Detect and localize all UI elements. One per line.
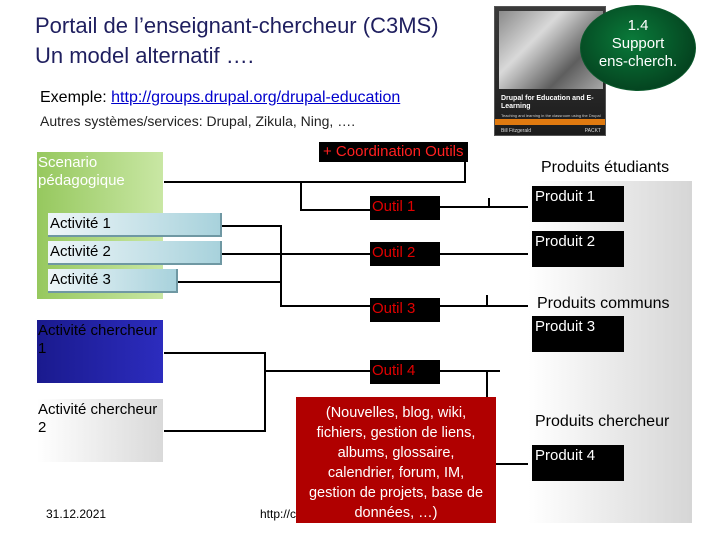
product-label: Produit 4 bbox=[535, 447, 596, 464]
example-line: Exemple: http://groups.drupal.org/drupal… bbox=[40, 89, 400, 107]
researcher-activity-label: Activité chercheur 1 bbox=[38, 322, 158, 357]
connector-line bbox=[264, 370, 370, 372]
product-box: Produit 1 bbox=[532, 186, 624, 222]
product-box: Produit 4 bbox=[532, 445, 624, 481]
student-products-title: Produits étudiants bbox=[541, 159, 670, 176]
tool-box: Outil 1 bbox=[370, 196, 440, 220]
book-publisher: PACKT bbox=[584, 128, 601, 134]
footer-url[interactable]: http://c bbox=[260, 507, 297, 521]
connector-line bbox=[488, 198, 490, 208]
tool-box: Outil 2 bbox=[370, 242, 440, 266]
product-label: Produit 1 bbox=[535, 188, 596, 205]
product-box: Produit 3 bbox=[532, 316, 624, 352]
product-label: Produit 2 bbox=[535, 233, 596, 250]
badge-number: 1.4 bbox=[627, 17, 649, 34]
activity-label: Activité 3 bbox=[50, 271, 111, 288]
researcher-activity-panel: Activité chercheur 2 bbox=[37, 399, 163, 462]
connector-line bbox=[176, 281, 280, 283]
connector-line bbox=[486, 463, 530, 465]
scenario-label: Scenario pédagogique bbox=[38, 154, 125, 189]
connector-line bbox=[164, 352, 264, 354]
connector-line bbox=[300, 209, 370, 211]
connector-line bbox=[440, 206, 530, 208]
connector-line bbox=[440, 305, 530, 307]
connector-line bbox=[440, 370, 500, 372]
researcher-products-title: Produits chercheur bbox=[535, 413, 670, 430]
slide-title-line1: Portail de l’enseignant-chercheur (C3MS) bbox=[35, 13, 439, 38]
example-link[interactable]: http://groups.drupal.org/drupal-educatio… bbox=[111, 89, 401, 106]
activity-bar: Activité 3 bbox=[48, 269, 178, 293]
book-author: Bill Fitzgerald bbox=[501, 128, 532, 134]
badge-line3: ens-cherch. bbox=[598, 53, 678, 70]
badge-line2: Support bbox=[611, 35, 665, 52]
book-strip bbox=[495, 119, 605, 125]
connector-line bbox=[280, 253, 370, 255]
example-label: Exemple: bbox=[40, 89, 107, 106]
product-box: Produit 2 bbox=[532, 231, 624, 267]
tool-label: Outil 2 bbox=[372, 244, 416, 261]
connector-line bbox=[164, 181, 464, 183]
tool-label: Outil 4 bbox=[372, 362, 416, 379]
connector-line bbox=[464, 162, 466, 183]
connector-line bbox=[440, 253, 530, 255]
section-badge: 1.4 Support ens-cherch. bbox=[580, 5, 696, 91]
researcher-activity-label: Activité chercheur 2 bbox=[38, 401, 158, 436]
footer-date: 31.12.2021 bbox=[46, 507, 107, 521]
connector-line bbox=[300, 181, 302, 211]
connector-line bbox=[486, 295, 488, 307]
tool-label: Outil 1 bbox=[372, 198, 416, 215]
connector-line bbox=[220, 253, 280, 255]
researcher-activity-panel: Activité chercheur 1 bbox=[37, 320, 163, 383]
activity-bar: Activité 1 bbox=[48, 213, 222, 237]
activity-label: Activité 1 bbox=[50, 215, 111, 232]
connector-line bbox=[164, 430, 266, 432]
activity-bar: Activité 2 bbox=[48, 241, 222, 265]
connector-line bbox=[280, 225, 282, 307]
activity-label: Activité 2 bbox=[50, 243, 111, 260]
other-systems-text: Autres systèmes/services: Drupal, Zikula… bbox=[40, 113, 356, 129]
coordination-label: + Coordination Outils bbox=[319, 142, 468, 162]
tool-details-box: (Nouvelles, blog, wiki, fichiers, gestio… bbox=[296, 397, 496, 523]
tool-box: Outil 3 bbox=[370, 298, 440, 322]
product-label: Produit 3 bbox=[535, 318, 596, 335]
connector-line bbox=[280, 305, 370, 307]
connector-line bbox=[220, 225, 280, 227]
slide-title-line2: Un model alternatif …. bbox=[35, 43, 254, 68]
tool-label: Outil 3 bbox=[372, 300, 416, 317]
common-products-title: Produits communs bbox=[537, 295, 670, 312]
book-title: Drupal for Education and E-Learning bbox=[501, 95, 594, 110]
connector-line bbox=[264, 352, 266, 432]
tool-box: Outil 4 bbox=[370, 360, 440, 384]
